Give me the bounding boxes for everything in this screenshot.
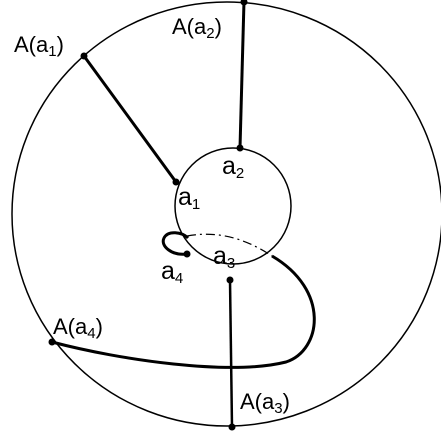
label-a1: a1 [178,183,200,213]
point-A-a4 [48,338,56,346]
label-a3: a3 [213,242,235,272]
point-A-a2 [240,0,248,6]
outer-circle [11,1,441,427]
segment-a1 [82,55,178,183]
dashdot-arc [186,233,273,257]
label-a2: a2 [222,152,244,182]
label-a4: a4 [161,257,183,287]
point-A-a1 [80,52,88,60]
label-A-a1: A(a1) [14,32,64,60]
curve-a4 [51,231,316,369]
segment-a3 [228,279,234,428]
label-A-a4: A(a4) [53,314,103,342]
inner-circle [174,147,292,265]
point-a1 [172,178,180,186]
label-A-a2: A(a2) [172,14,222,42]
point-A-a3 [228,423,236,431]
label-A-a3: A(a3) [240,389,290,417]
point-a3 [226,276,234,284]
segment-a2 [238,0,246,149]
point-a4 [183,250,191,258]
point-a2 [236,144,244,152]
